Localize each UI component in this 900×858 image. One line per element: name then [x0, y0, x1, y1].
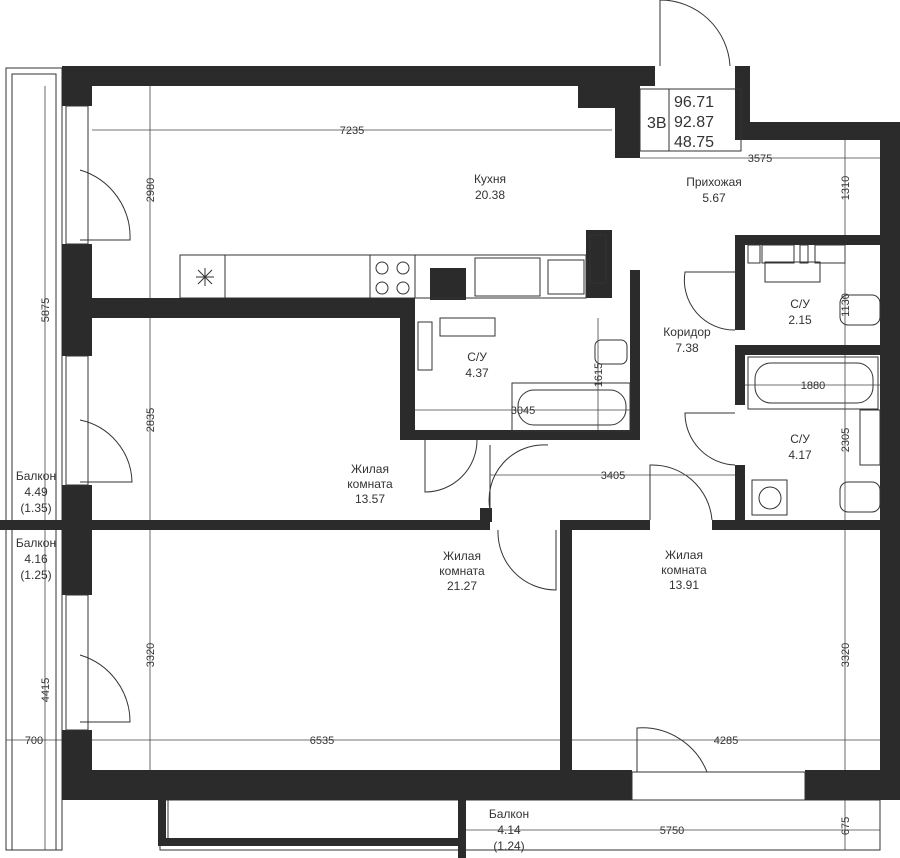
wall	[158, 800, 166, 846]
dim-text: 2305	[840, 428, 852, 452]
bottom-balcony-inner	[167, 799, 463, 841]
dim-text: 700	[25, 735, 43, 747]
walls	[0, 66, 900, 800]
room-area: 4.17	[788, 448, 812, 462]
room-area: 20.38	[475, 188, 505, 202]
bathroom-fixtures	[417, 244, 881, 516]
dim-text: 1615	[593, 363, 605, 387]
left-balcony-inner	[11, 73, 57, 851]
balcony-area: 4.14	[497, 823, 521, 837]
room-area: 5.67	[702, 191, 726, 205]
room-name: Прихожая	[686, 175, 742, 189]
dim-text: 3405	[601, 470, 625, 482]
dim-text: 1310	[840, 176, 852, 200]
room-area: 13.91	[669, 578, 699, 592]
room-name: С/У	[467, 350, 487, 364]
dim-text: 4285	[714, 735, 738, 747]
room-area: 2.15	[788, 313, 812, 327]
dim-text: 2980	[145, 178, 157, 202]
dim-text: 2835	[145, 408, 157, 432]
room-labels: Кухня 20.38 Прихожая 5.67 С/У 2.15 Корид…	[16, 172, 812, 853]
balcony-name: Балкон	[16, 469, 56, 483]
apartment-type: 3В	[647, 115, 667, 132]
doors	[79, 0, 736, 773]
dim-text: 7235	[340, 125, 364, 137]
dim-text: 3575	[748, 153, 772, 165]
wall	[158, 838, 464, 846]
balcony-reduced-area: (1.24)	[493, 839, 524, 853]
area-general: 92.87	[674, 114, 714, 131]
balcony-reduced-area: (1.35)	[20, 501, 51, 515]
dimension-labels: 7235 2980 3575 1310 5875 2835 1130 1615 …	[25, 125, 852, 837]
dim-text: 4415	[40, 678, 52, 702]
dim-text: 1880	[801, 380, 825, 392]
room-name: С/У	[790, 432, 810, 446]
area-living: 48.75	[674, 134, 714, 151]
wall	[458, 800, 466, 858]
balcony-name: Балкон	[489, 807, 529, 821]
dim-text: 675	[840, 817, 852, 835]
dim-text: 3320	[145, 643, 157, 667]
room-area: 13.57	[355, 492, 385, 506]
apartment-info-box: 3В 96.71 92.87 48.75	[639, 88, 742, 152]
balcony-area: 4.16	[24, 552, 48, 566]
room-area: 4.37	[465, 366, 489, 380]
room-name: С/У	[790, 297, 810, 311]
dim-text: 5750	[660, 825, 684, 837]
balcony-reduced-area: (1.25)	[20, 568, 51, 582]
room-name: Кухня	[474, 172, 506, 186]
dimension-lines	[6, 86, 880, 850]
area-total: 96.71	[674, 94, 714, 111]
balcony-name: Балкон	[16, 536, 56, 550]
balcony-area: 4.49	[24, 485, 48, 499]
dim-text: 3320	[840, 643, 852, 667]
windows	[65, 105, 806, 801]
dim-text: 1130	[840, 293, 852, 317]
room-area: 21.27	[447, 579, 477, 593]
dim-text: 6535	[310, 735, 334, 747]
room-name: Коридор	[663, 325, 711, 339]
dim-text: 5875	[40, 298, 52, 322]
room-area: 7.38	[675, 341, 699, 355]
left-balcony-outline	[5, 67, 63, 851]
kitchen-counter	[179, 234, 607, 299]
dim-text: 3045	[511, 405, 535, 417]
